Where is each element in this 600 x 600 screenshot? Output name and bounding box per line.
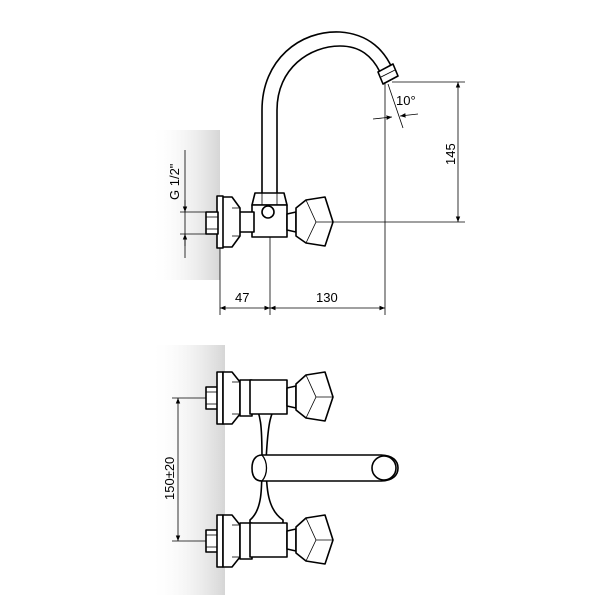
dim-angle: 10°	[396, 93, 416, 108]
front-spout	[251, 454, 399, 482]
body-circle	[261, 205, 275, 219]
side-view: G 1/2" 47 130 145 10°	[150, 31, 465, 315]
front-view: 150±20	[150, 345, 399, 595]
dim-center-distance: 150±20	[162, 457, 177, 500]
dim-47: 47	[235, 290, 249, 305]
top-valve	[205, 371, 334, 425]
handle-stem	[286, 211, 297, 233]
thread-nipple	[205, 211, 219, 235]
thread-label: G 1/2"	[167, 163, 182, 200]
dim-145: 145	[443, 143, 458, 165]
handle-head	[295, 196, 334, 247]
bottom-valve	[205, 514, 334, 568]
aerator	[377, 63, 399, 85]
front-spout-end	[371, 455, 397, 481]
dim-130: 130	[316, 290, 338, 305]
swivel-nut	[251, 192, 288, 206]
spout-pipe-outer	[261, 31, 393, 196]
